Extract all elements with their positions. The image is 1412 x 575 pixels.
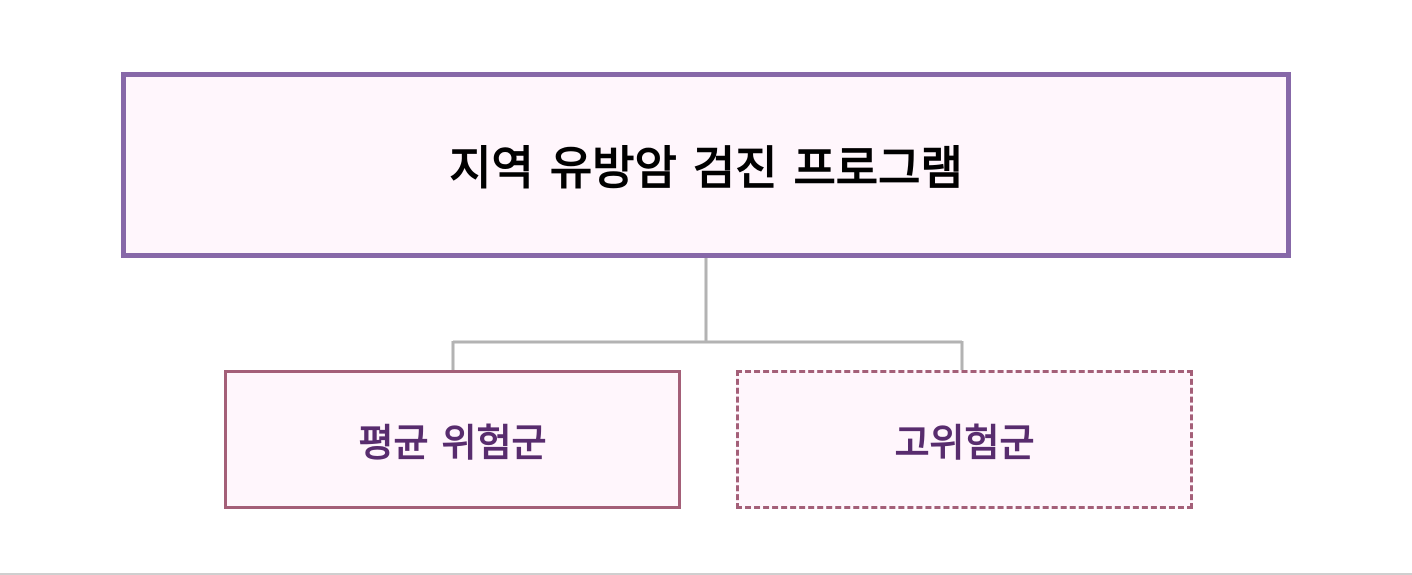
root-node: 지역 유방암 검진 프로그램	[121, 72, 1291, 258]
bottom-divider	[0, 573, 1412, 575]
root-node-label: 지역 유방암 검진 프로그램	[449, 141, 963, 195]
child-node-label: 고위험군	[894, 421, 1035, 465]
child-node-average-risk: 평균 위험군	[224, 370, 681, 509]
child-node-label: 평균 위험군	[358, 421, 547, 465]
child-node-high-risk: 고위험군	[736, 370, 1193, 509]
connector-root-to-children	[451, 258, 964, 370]
